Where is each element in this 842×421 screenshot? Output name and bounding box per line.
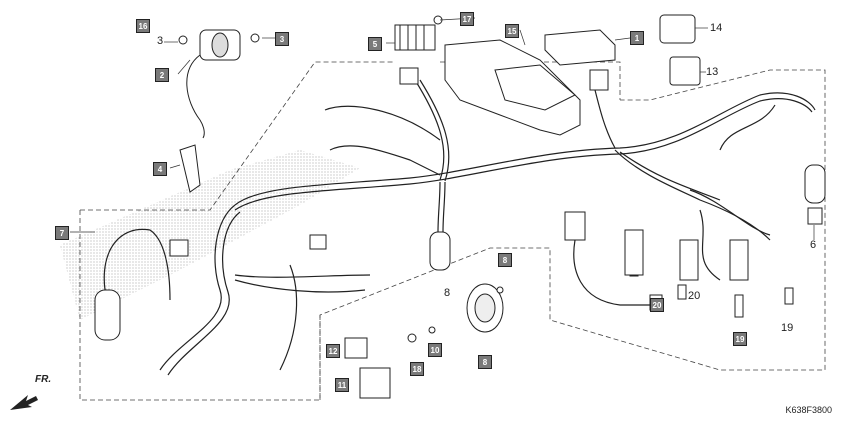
ecu-unit: [544, 29, 616, 66]
callout-4: 4: [153, 162, 167, 176]
diagram-code: K638F3800: [785, 405, 832, 415]
callout-8-horn: 8: [478, 355, 492, 369]
battery-box: [444, 39, 581, 136]
condenser-left: [94, 289, 121, 341]
condenser-middle: [429, 231, 451, 271]
callout-19: 19: [733, 332, 747, 346]
callout-20: 20: [650, 298, 664, 312]
spark-plug-cap: [179, 144, 201, 193]
callout-16: 16: [136, 19, 150, 33]
callout-2: 2: [155, 68, 169, 82]
relay-13: [669, 56, 701, 86]
shaded-region: [60, 150, 360, 320]
label-8: 8: [444, 287, 451, 299]
callout-8-upper: 8: [498, 253, 512, 267]
callout-10: 10: [428, 343, 442, 357]
front-direction-label: FR.: [35, 374, 52, 385]
condenser-right: [804, 164, 826, 204]
leader-lines: [70, 17, 815, 240]
callout-11: 11: [335, 378, 349, 392]
fasteners: [178, 15, 504, 343]
callout-5: 5: [368, 37, 382, 51]
callout-7: 7: [55, 226, 69, 240]
callout-3-right: 3: [275, 32, 289, 46]
label-6: 6: [810, 239, 817, 251]
label-14: 14: [710, 22, 723, 34]
ignition-coil: [186, 29, 241, 139]
regulator-rectifier: [394, 24, 436, 51]
callout-12: 12: [326, 344, 340, 358]
front-arrow-icon: [10, 395, 38, 410]
callout-1: 1: [630, 31, 644, 45]
callout-15: 15: [505, 24, 519, 38]
callout-18: 18: [410, 362, 424, 376]
label-20: 20: [688, 290, 701, 302]
fuse-holders: [629, 239, 794, 318]
label-19: 19: [781, 322, 794, 334]
callout-17: 17: [460, 12, 474, 26]
horn: [466, 283, 504, 333]
label-13: 13: [706, 66, 719, 78]
connectors: [169, 67, 823, 399]
main-harness: [103, 79, 816, 376]
relay-14: [659, 14, 696, 44]
label-3: 3: [157, 35, 164, 47]
